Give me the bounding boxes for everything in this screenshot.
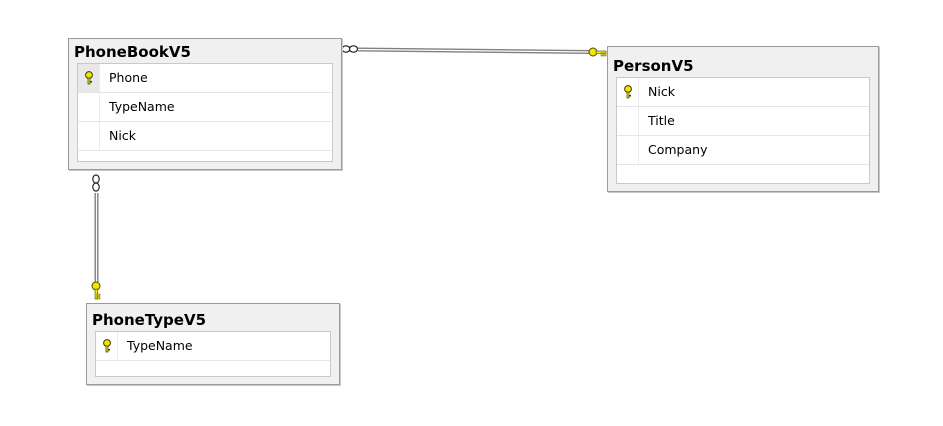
row-selector[interactable]	[78, 122, 100, 150]
one-end-key-icon	[588, 47, 607, 57]
table-title[interactable]: PhoneTypeV5	[92, 311, 207, 329]
column-name: TypeName	[109, 99, 175, 114]
primary-key-icon	[103, 339, 111, 353]
table-title[interactable]: PersonV5	[613, 57, 694, 75]
relationship-phonebook-phonetype[interactable]	[91, 174, 101, 300]
row-selector[interactable]	[617, 136, 639, 164]
column-name: Phone	[109, 70, 148, 85]
column-row-phone[interactable]: Phone	[78, 64, 332, 93]
primary-key-icon	[85, 71, 93, 85]
table-phonebookv5[interactable]: PhoneBookV5 Phone TypeName Nick	[68, 38, 342, 170]
column-list: TypeName	[95, 331, 331, 377]
row-selector[interactable]	[617, 78, 639, 106]
column-list: Phone TypeName Nick	[77, 63, 333, 162]
row-selector[interactable]	[617, 107, 639, 135]
column-row-nick[interactable]: Nick	[78, 122, 332, 151]
column-row-nick[interactable]: Nick	[617, 78, 869, 107]
column-name: Nick	[109, 128, 136, 143]
column-name: Nick	[648, 84, 675, 99]
one-end-key-icon	[91, 281, 101, 300]
column-name: Title	[648, 113, 675, 128]
many-end-infinity-icon	[92, 174, 100, 192]
column-row-typename[interactable]: TypeName	[78, 93, 332, 122]
column-name: TypeName	[127, 338, 193, 353]
table-personv5[interactable]: PersonV5 Nick Title Company	[607, 46, 879, 192]
relationship-phonebook-person[interactable]	[341, 45, 607, 57]
column-row-title[interactable]: Title	[617, 107, 869, 136]
row-selector[interactable]	[78, 93, 100, 121]
column-row-company[interactable]: Company	[617, 136, 869, 165]
many-end-infinity-icon	[341, 45, 359, 53]
column-name: Company	[648, 142, 708, 157]
column-row-typename[interactable]: TypeName	[96, 332, 330, 361]
column-list: Nick Title Company	[616, 77, 870, 184]
primary-key-icon	[624, 85, 632, 99]
table-title[interactable]: PhoneBookV5	[74, 43, 191, 61]
table-phonetypev5[interactable]: PhoneTypeV5 TypeName	[86, 303, 340, 385]
row-selector[interactable]	[96, 332, 118, 360]
